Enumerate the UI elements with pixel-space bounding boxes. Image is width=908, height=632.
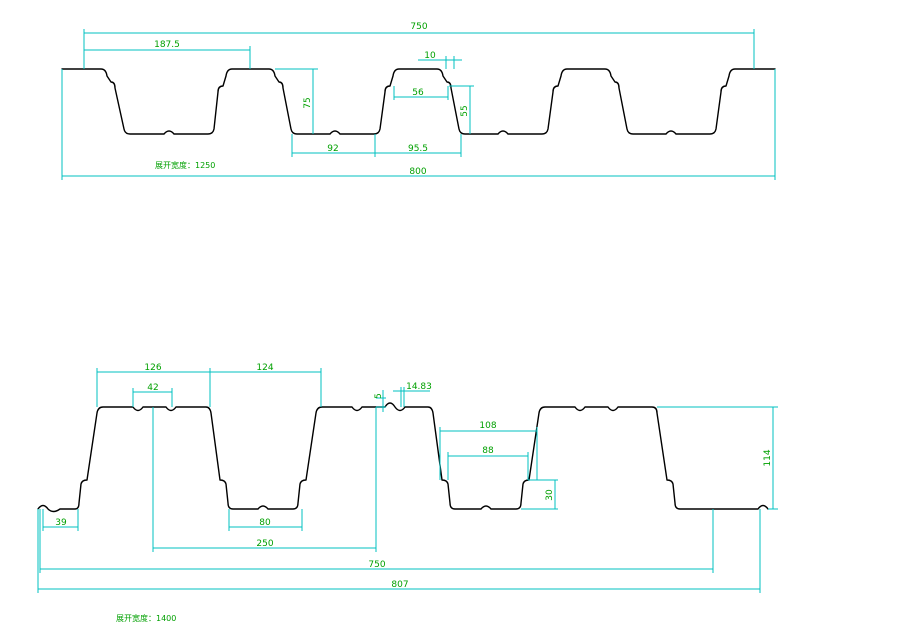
dim-bottom-250: 250	[256, 539, 273, 549]
dim-top-187-5: 187.5	[154, 40, 180, 50]
top-dimensions: 750 187.5 10 56 75 55 92 95.5	[61, 22, 776, 180]
dim-bottom-108: 108	[479, 421, 496, 431]
dim-top-800: 800	[409, 167, 426, 177]
dim-bottom-126: 126	[144, 363, 161, 373]
dim-top-10: 10	[424, 51, 436, 61]
dim-top-92: 92	[327, 144, 338, 154]
dim-top-95-5: 95.5	[408, 144, 428, 154]
top-deck-profile	[61, 68, 776, 135]
dim-bottom-88: 88	[482, 446, 494, 456]
bottom-dimensions: 126 124 42 5 14.83 108 88 30	[37, 363, 778, 623]
dim-bottom-14-83: 14.83	[406, 382, 432, 392]
dim-top-750: 750	[410, 22, 427, 32]
dim-bottom-807: 807	[391, 580, 408, 590]
dim-top-56: 56	[412, 88, 424, 98]
top-profile-outline	[61, 68, 776, 135]
dim-bottom-124: 124	[256, 363, 273, 373]
dim-top-75: 75	[303, 97, 313, 108]
top-unfold-width-note: 展开宽度：1250	[155, 160, 215, 170]
bottom-unfold-width-note: 展开宽度：1400	[116, 613, 176, 623]
bottom-deck-profile	[37, 402, 769, 513]
dim-bottom-39: 39	[55, 518, 67, 528]
dim-bottom-80: 80	[259, 518, 271, 528]
bottom-profile-outline	[37, 402, 769, 513]
dim-top-55: 55	[460, 105, 470, 116]
dim-bottom-114: 114	[763, 449, 773, 466]
dim-bottom-750: 750	[368, 560, 385, 570]
dim-bottom-30: 30	[545, 489, 555, 501]
dim-bottom-42: 42	[147, 383, 158, 393]
dim-bottom-5: 5	[374, 393, 384, 399]
